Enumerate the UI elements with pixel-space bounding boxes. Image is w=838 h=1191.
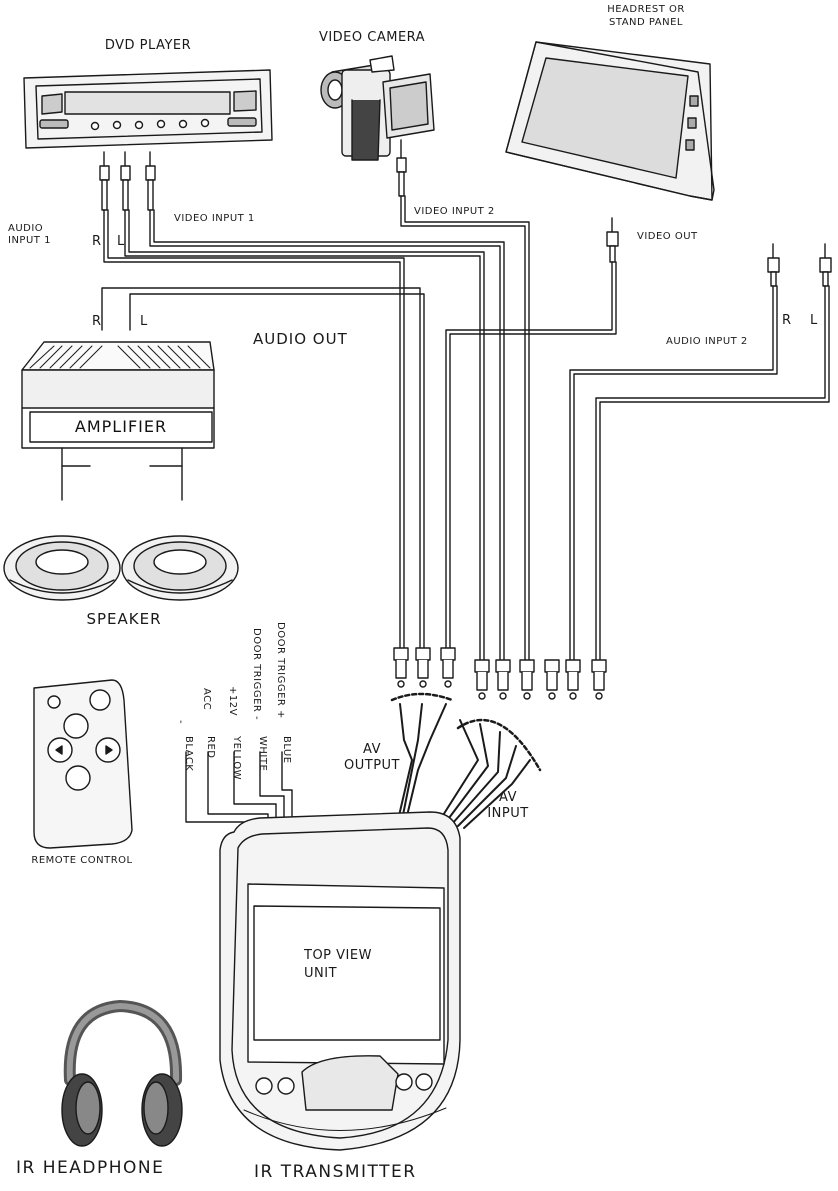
dvd-player [23,69,273,211]
amplifier [21,341,215,501]
ir-headphone [61,1000,183,1147]
speakers [3,535,239,601]
top-view-unit [219,811,461,1151]
rca-plug-row [393,647,607,700]
audio-input-2-left: L [810,313,818,328]
wire-white-function: DOOR TRIGGER - [251,628,262,721]
wire-red-function: ACC [201,688,212,711]
audio-out-label: AUDIO OUT [253,330,348,348]
amplifier-label-box: AMPLIFIER [30,412,212,442]
signal-cables [101,195,830,661]
video-input-2-label: VIDEO INPUT 2 [414,206,495,217]
wire-yellow-name: YELLOW [231,736,242,780]
wire-blue-name: BLUE [281,736,292,764]
av-input-label-line1: AV [499,790,517,805]
amplifier-label: AMPLIFIER [74,417,168,436]
headrest-label-line1: HEADREST OR [607,4,685,15]
ir-transmitter-label: IR TRANSMITTER [254,1162,417,1182]
dvd-rca-connectors [99,151,156,211]
wire-red-name: RED [205,736,216,759]
av-input-label-line2: INPUT [487,806,529,821]
dvd-buttons [90,118,210,131]
remote-control [33,679,133,849]
video-out-connector [606,217,619,263]
ir-headphone-label: IR HEADPHONE [16,1158,165,1178]
top-view-label-line1: TOP VIEW [304,948,372,963]
audio-out-right: R [92,314,102,329]
wire-black-function: - [175,720,186,725]
top-view-label-line2: UNIT [304,966,338,981]
av-output-bundle [390,692,454,821]
audio-input-1-label-line1: AUDIO [8,223,44,234]
video-input-1-label: VIDEO INPUT 1 [174,213,255,224]
audio-input-1-label-line2: INPUT 1 [8,235,51,246]
video-camera-label: VIDEO CAMERA [318,30,426,45]
audio-input-1-left: L [117,234,125,249]
av-output-label-line1: AV [363,742,381,757]
wire-white-name: WHITE [257,736,268,772]
headrest-label-line2: STAND PANEL [609,17,683,28]
audio-input-2-connectors [767,243,832,287]
av-input-bundle [439,718,542,829]
video-camera [320,55,435,197]
wire-yellow-function: +12V [227,686,238,716]
dvd-player-label: DVD PLAYER [104,38,192,53]
remote-control-label: REMOTE CONTROL [31,855,133,866]
av-output-label-line2: OUTPUT [344,758,400,773]
audio-input-1-right: R [92,234,102,249]
video-out-label: VIDEO OUT [637,231,698,242]
wire-blue-function: DOOR TRIGGER + [275,622,286,719]
audio-input-2-right: R [782,313,792,328]
audio-input-2-label: AUDIO INPUT 2 [666,336,748,347]
speaker-label: SPEAKER [86,610,162,628]
audio-out-left: L [140,314,148,329]
headrest-panel [505,41,715,201]
wire-black-name: BLACK [183,736,194,772]
